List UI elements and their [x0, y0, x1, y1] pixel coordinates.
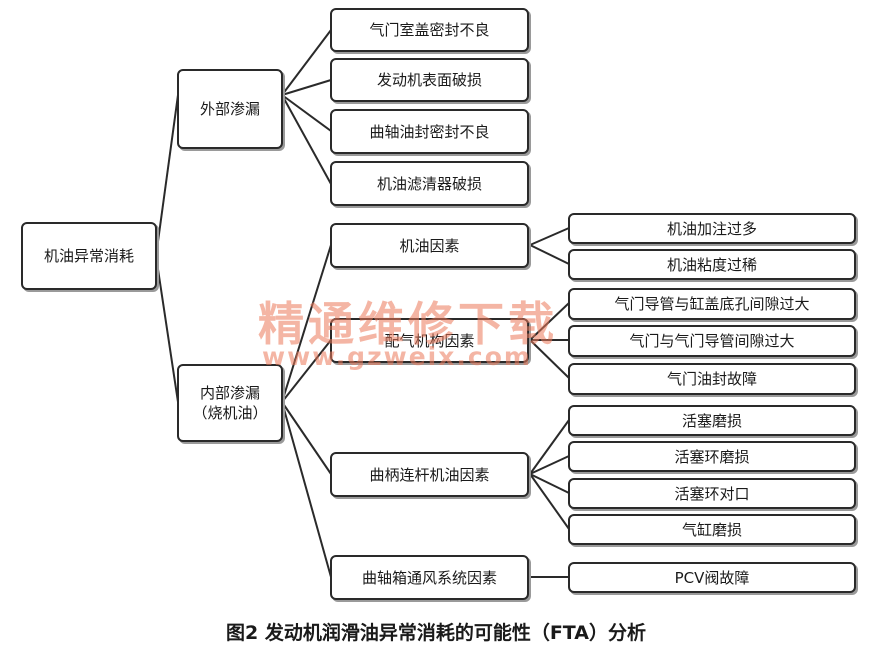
root-label: 机油异常消耗 — [43, 247, 134, 265]
internal-leakage-node: 内部渗漏 （烧机油） — [177, 364, 283, 442]
crank-leaf-2-label: 活塞环磨损 — [674, 447, 750, 466]
oil-leaf-2: 机油粘度过稀 — [568, 249, 856, 280]
connector-external-leaf-4 — [281, 94, 332, 185]
connector-external-leaf-1 — [281, 29, 332, 96]
external-leaf-4: 机油滤清器破损 — [330, 161, 529, 206]
valve-leaf-1-label: 气门导管与缸盖底孔间隙过大 — [614, 295, 810, 313]
internal-leakage-label-line2: （烧机油） — [192, 404, 268, 422]
watermark-text: 精通维修下载 — [258, 297, 558, 351]
valve-leaf-3-label: 气门油封故障 — [666, 370, 757, 388]
connector-internal-group-2 — [281, 339, 332, 403]
pcv-leaf-1: PCV阀故障 — [568, 562, 856, 593]
internal-leakage-label-line1: 内部渗漏 — [199, 384, 260, 402]
oil-leaf-2-label: 机油粘度过稀 — [666, 255, 757, 274]
group-pcv-factor-label: 曲轴箱通风系统因素 — [361, 568, 497, 587]
connector-g2-leaf-3 — [529, 339, 570, 379]
crank-leaf-1: 活塞磨损 — [568, 405, 856, 436]
external-leaf-1-label: 气门室盖密封不良 — [369, 21, 490, 39]
oil-leaf-1: 机油加注过多 — [568, 213, 856, 244]
valve-leaf-2-label: 气门与气门导管间隙过大 — [629, 332, 795, 350]
connector-g3-leaf-1 — [529, 419, 570, 475]
connector-external-leaf-2 — [281, 79, 332, 96]
connector-g1-leaf-1 — [529, 227, 570, 246]
crank-leaf-3-label: 活塞环对口 — [674, 484, 750, 503]
valve-leaf-2: 气门与气门导管间隙过大 — [568, 325, 856, 357]
connector-g3-leaf-4 — [529, 473, 570, 530]
crank-leaf-2: 活塞环磨损 — [568, 441, 856, 472]
group-crank-factor: 曲柄连杆机油因素 — [330, 452, 529, 497]
external-leaf-4-label: 机油滤清器破损 — [376, 174, 482, 193]
group-oil-factor-label: 机油因素 — [399, 236, 460, 255]
crank-leaf-1-label: 活塞磨损 — [681, 411, 742, 430]
watermark-url: www.gzweix.com — [262, 342, 532, 371]
connector-root-external — [155, 94, 179, 257]
connector-root-internal — [155, 255, 179, 403]
oil-leaf-1-label: 机油加注过多 — [666, 219, 757, 238]
crank-leaf-4-label: 气缸磨损 — [681, 520, 742, 539]
pcv-leaf-1-label: PCV阀故障 — [674, 568, 750, 587]
group-valve-train-factor: 配气机构因素 — [330, 318, 529, 363]
connector-internal-group-3 — [281, 401, 332, 475]
connector-g3-leaf-3 — [529, 473, 570, 494]
figure-caption: 图2 发动机润滑油异常消耗的可能性（FTA）分析 — [225, 622, 646, 644]
group-crank-factor-label: 曲柄连杆机油因素 — [369, 465, 490, 484]
connector-g3-leaf-2 — [529, 455, 570, 475]
external-leaf-3: 曲轴油封密封不良 — [330, 109, 529, 154]
connector-external-leaf-3 — [281, 94, 332, 132]
external-leaf-3-label: 曲轴油封密封不良 — [369, 122, 490, 141]
group-pcv-factor: 曲轴箱通风系统因素 — [330, 555, 529, 600]
external-leaf-2: 发动机表面破损 — [330, 58, 529, 102]
connector-g2-leaf-1 — [529, 302, 570, 341]
crank-leaf-3: 活塞环对口 — [568, 478, 856, 509]
connector-internal-group-4 — [281, 401, 332, 578]
root-node: 机油异常消耗 — [21, 222, 157, 290]
external-leakage-node: 外部渗漏 — [177, 69, 283, 149]
external-leaf-1: 气门室盖密封不良 — [330, 8, 529, 52]
crank-leaf-4: 气缸磨损 — [568, 514, 856, 545]
connector-internal-group-1 — [281, 244, 332, 403]
connector-g1-leaf-2 — [529, 244, 570, 265]
valve-leaf-3: 气门油封故障 — [568, 363, 856, 395]
valve-leaf-1: 气门导管与缸盖底孔间隙过大 — [568, 288, 856, 320]
external-leaf-2-label: 发动机表面破损 — [376, 71, 482, 89]
group-oil-factor: 机油因素 — [330, 223, 529, 268]
external-leakage-label: 外部渗漏 — [199, 100, 260, 118]
group-valve-train-factor-label: 配气机构因素 — [384, 331, 475, 350]
